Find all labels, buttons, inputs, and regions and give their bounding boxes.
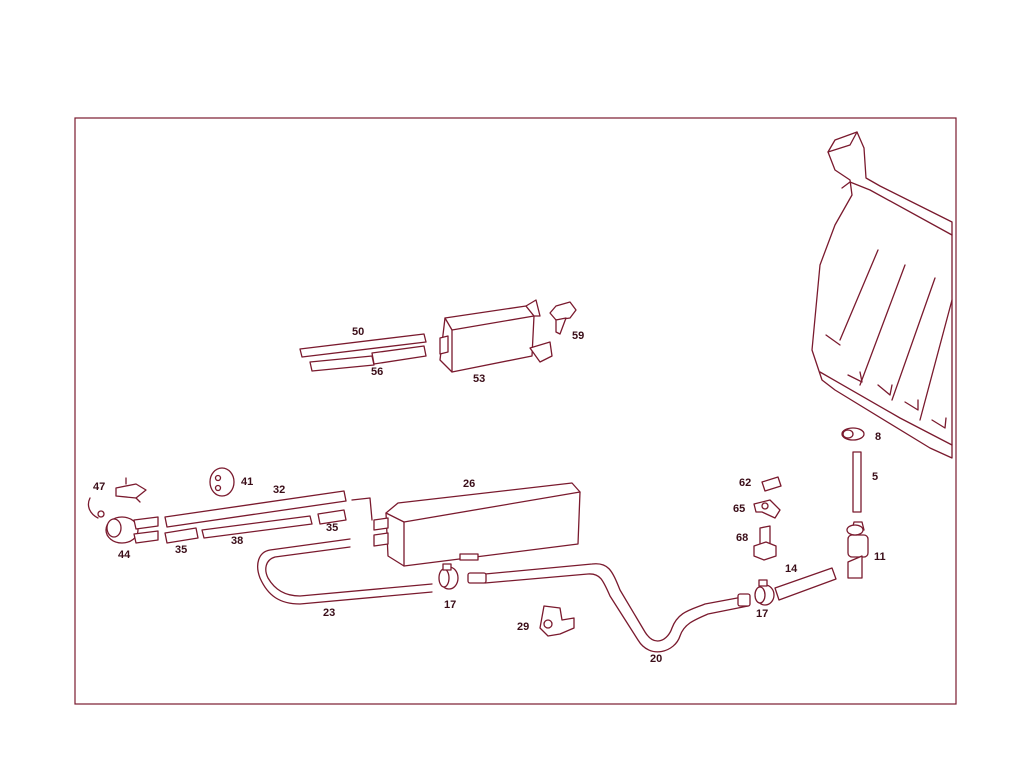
part-38-hose: [201, 515, 313, 539]
part-17-clamp-left: [438, 563, 459, 590]
part-50-tube: [299, 333, 427, 358]
callout-50: 50: [352, 326, 364, 338]
callout-20: 20: [650, 653, 662, 665]
part-35-hose-b: [164, 527, 199, 544]
callout-8: 8: [875, 431, 881, 443]
part-8-clip: [841, 427, 865, 441]
part-23-hose: [257, 538, 433, 605]
callout-17-left: 17: [444, 599, 456, 611]
part-56-tube: [309, 345, 427, 372]
part-11-valve: [846, 521, 869, 579]
callout-35-right: 35: [326, 522, 338, 534]
part-68-screw: [753, 525, 777, 561]
callout-65: 65: [733, 503, 745, 515]
part-20-pipe: [467, 563, 751, 653]
callout-29: 29: [517, 621, 529, 633]
diagram-frame: [74, 117, 957, 705]
callout-38: 38: [231, 535, 243, 547]
callout-23: 23: [323, 607, 335, 619]
callout-62: 62: [739, 477, 751, 489]
part-44-valve: [87, 497, 159, 544]
callout-59: 59: [572, 330, 584, 342]
part-65-clip: [753, 499, 781, 519]
callout-53: 53: [473, 373, 485, 385]
part-53-bracket: [439, 299, 553, 373]
callout-26: 26: [463, 478, 475, 490]
part-29-bracket: [539, 605, 575, 637]
callout-44: 44: [118, 549, 131, 561]
part-14-hose: [774, 567, 837, 601]
callout-17-right: 17: [756, 608, 768, 620]
callout-47: 47: [93, 481, 105, 493]
callout-41: 41: [241, 476, 253, 488]
callout-56: 56: [371, 366, 383, 378]
callout-32: 32: [273, 484, 285, 496]
callout-14: 14: [785, 563, 798, 575]
callout-68: 68: [736, 532, 748, 544]
part-26-canister: [351, 482, 581, 567]
callout-5: 5: [872, 471, 878, 483]
callout-11: 11: [874, 551, 886, 563]
part-5-tube: [852, 451, 862, 513]
part-59-screw: [549, 301, 577, 335]
part-35-hose-a: [317, 509, 347, 525]
part-32-hose: [164, 490, 347, 528]
part-62-sleeve: [761, 476, 782, 492]
callout-35-left: 35: [175, 544, 187, 556]
part-47-fitting: [115, 477, 147, 503]
part-17-clamp-right: [754, 579, 775, 606]
part-41-grommet: [209, 467, 235, 497]
fuel-tank: [811, 131, 953, 459]
